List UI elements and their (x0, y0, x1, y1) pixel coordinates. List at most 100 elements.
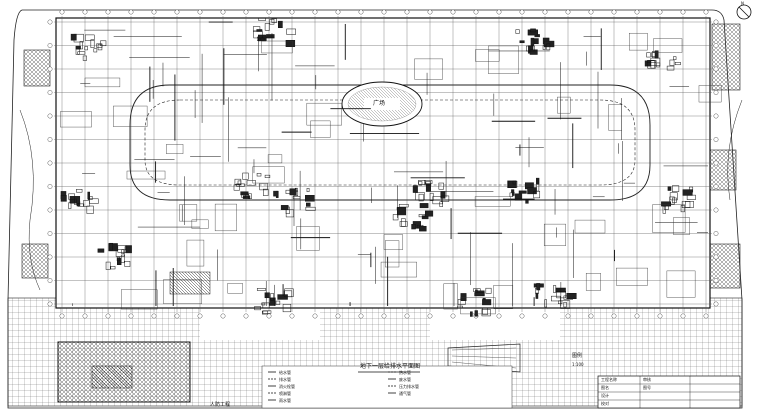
equipment-mark (259, 183, 268, 191)
equipment-mark (418, 214, 426, 218)
equipment-mark (481, 309, 491, 317)
equipment-mark (457, 305, 463, 309)
grid-bubble (289, 9, 295, 15)
grid-bubble (381, 9, 387, 15)
grid-bubble (47, 207, 53, 213)
room-partition (475, 49, 500, 62)
equipment-mark (283, 290, 293, 298)
equipment-mark (654, 50, 659, 59)
grid-bubble (703, 313, 709, 319)
equipment-mark (519, 40, 525, 44)
equipment-mark (77, 203, 85, 207)
grid-bubble (47, 137, 53, 142)
title-block-cell: 校对 (601, 401, 609, 406)
pipe-runs (60, 21, 722, 315)
grid-bubble (358, 313, 364, 319)
legend-item: 雨水管 (279, 397, 291, 403)
equipment-mark (240, 191, 249, 196)
room-partition (261, 40, 293, 54)
room-partition (543, 223, 566, 246)
equipment-mark (68, 202, 72, 209)
grid-bubble (611, 9, 617, 15)
equipment-mark (536, 283, 541, 291)
equipment-mark (530, 37, 535, 46)
equipment-mark (79, 41, 83, 50)
equipment-mark (527, 187, 537, 195)
grid-bubble (680, 9, 686, 15)
room-partition (460, 297, 496, 315)
equipment-mark (553, 285, 557, 293)
room-partition (126, 170, 166, 180)
room-partition (166, 144, 184, 154)
equipment-mark (68, 193, 75, 200)
grid-bubble (519, 9, 525, 15)
equipment-mark (536, 177, 540, 185)
grid-bubble (358, 9, 364, 15)
grid-bubble (542, 9, 548, 15)
grid-bubble (634, 9, 640, 15)
hatch-top-left (23, 49, 51, 87)
room-partition (488, 45, 519, 74)
equipment-mark (100, 40, 107, 47)
grid-bubble (59, 313, 65, 319)
equipment-mark (105, 261, 111, 270)
equipment-mark (248, 193, 252, 200)
grid-bubble (496, 9, 502, 15)
grid-bubble (82, 9, 88, 15)
equipment-mark (429, 192, 434, 201)
legend-item: 喷淋管 (279, 390, 291, 396)
room-partition (380, 261, 417, 278)
grid-bubble (243, 9, 249, 15)
equipment-mark (669, 196, 675, 205)
grid-bubble (713, 137, 719, 142)
equipment-mark (418, 193, 424, 202)
equipment-mark (419, 225, 427, 232)
equipment-mark (270, 293, 274, 301)
equipment-mark (87, 191, 91, 200)
hatch-top-right (711, 23, 741, 91)
equipment-mark (258, 17, 266, 21)
equipment-mark (544, 299, 547, 308)
room-partition (84, 77, 121, 88)
equipment-mark (418, 180, 426, 185)
room-partition (653, 38, 683, 53)
grid-bubble (713, 43, 719, 48)
grid-bubble (450, 9, 456, 15)
equipment-mark (646, 52, 651, 58)
equipment-mark (546, 43, 551, 51)
equipment-mark (264, 23, 270, 31)
equipment-mark (399, 221, 408, 227)
grid-bubble (713, 207, 719, 213)
equipment-mark (397, 207, 407, 216)
equipment-mark (120, 254, 125, 263)
room-partition (383, 234, 404, 250)
room-partition (414, 58, 443, 80)
equipment-mark (282, 304, 292, 313)
grid-bubble (713, 90, 719, 95)
room-partition (306, 102, 342, 126)
equipment-mark (419, 203, 429, 209)
ramp (447, 343, 521, 373)
grid-bubble (266, 313, 272, 319)
grid-bubble (588, 9, 594, 15)
hatch-mid-left (21, 243, 49, 279)
grid-bubble (427, 313, 433, 319)
ring-road-inner (144, 99, 636, 186)
equipment-mark (661, 201, 672, 207)
legend-title: 图例 (572, 353, 583, 359)
room-partition (616, 267, 648, 286)
grid-bubble (713, 184, 719, 189)
grid-bubble (151, 313, 157, 319)
equipment-mark (666, 65, 675, 71)
equipment-mark (511, 189, 515, 193)
grid-bubble (713, 113, 719, 119)
legend-item: 排水管 (279, 376, 291, 382)
grid-bubble (47, 160, 53, 166)
room-partition (310, 120, 331, 138)
grid-bubble (220, 9, 226, 15)
equipment-mark (86, 205, 94, 214)
room-partition (252, 166, 285, 184)
equipment-mark (60, 195, 67, 202)
equipment-mark (77, 51, 86, 55)
equipment-mark (560, 300, 571, 309)
